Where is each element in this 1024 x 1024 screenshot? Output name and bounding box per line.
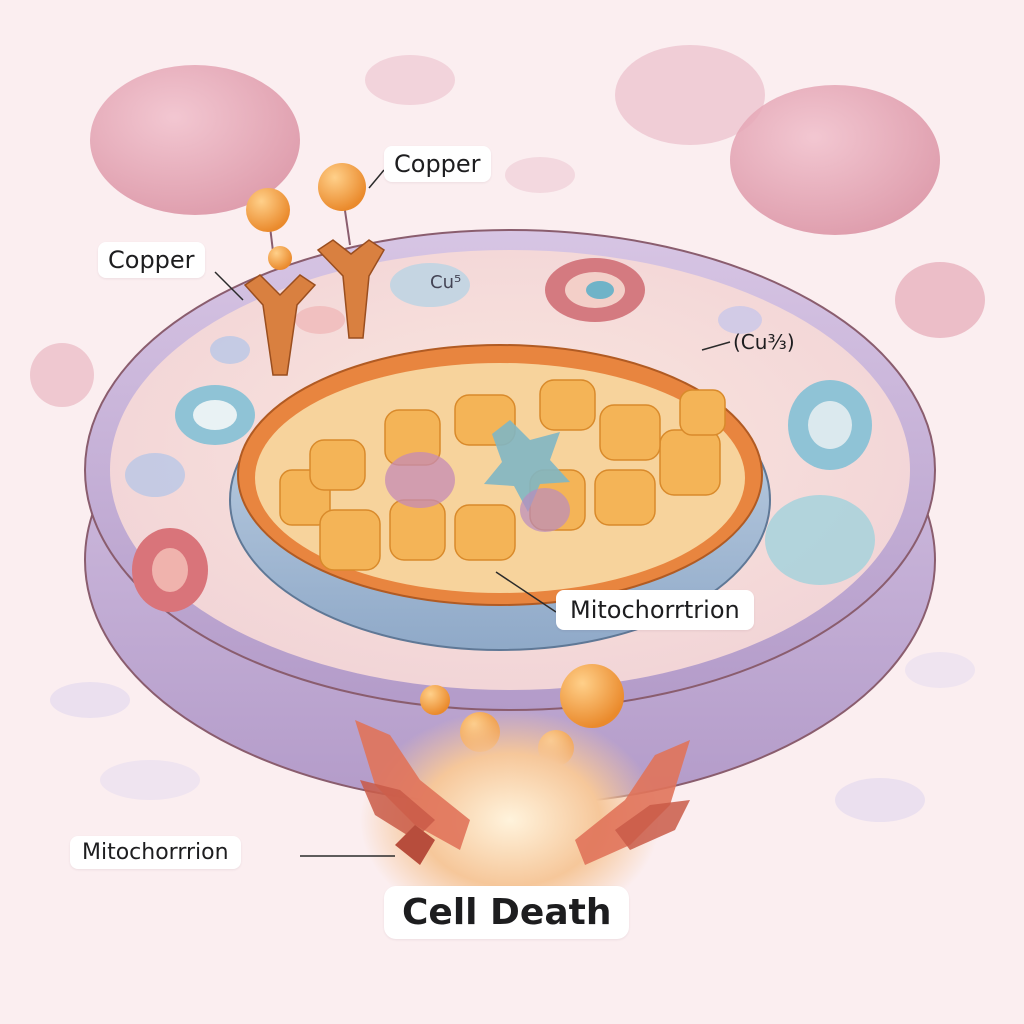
mitochondrion-label-left: Mitochorrrion <box>70 836 241 869</box>
leader-lines <box>214 169 731 857</box>
cu-label-inner: Cu⁵ <box>430 272 462 293</box>
copper-label-top: Copper <box>384 146 491 182</box>
cu-label-right: (Cu³⁄₃) <box>733 330 795 354</box>
copper-label-left: Copper <box>98 242 205 278</box>
cell-death-title: Cell Death <box>384 886 630 939</box>
mitochondrion-label-right: Mitochorrtrion <box>556 590 754 630</box>
copper-transporter-icon <box>243 239 386 376</box>
background-cells <box>30 45 985 822</box>
mitochondrion-body <box>229 344 771 651</box>
organelles <box>125 258 875 612</box>
cell-death-burst <box>355 710 690 930</box>
